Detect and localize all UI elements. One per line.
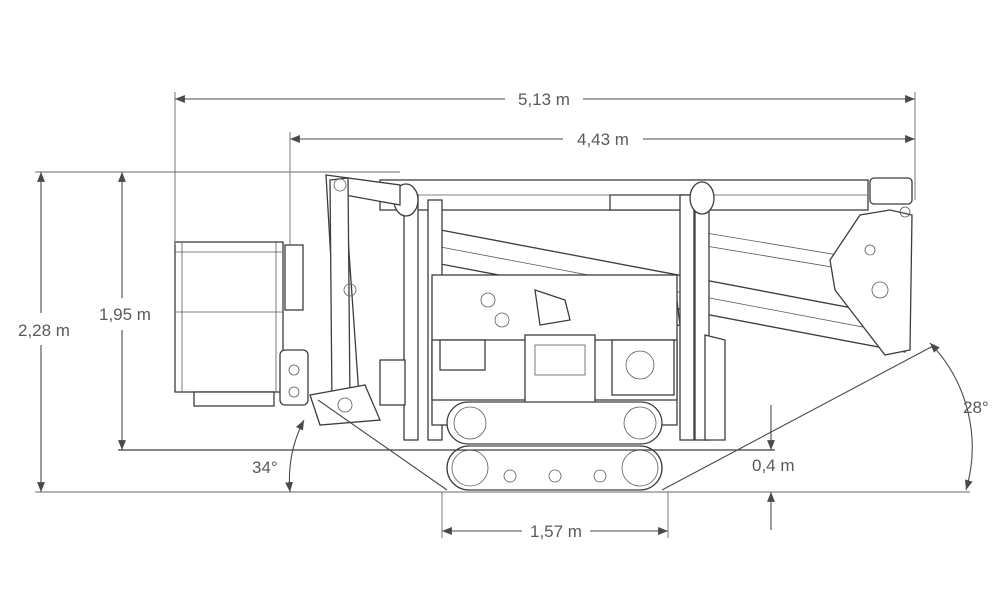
jib-head (829, 209, 913, 356)
stowed-length-label: 4,43 m (577, 130, 629, 149)
body-height-label: 1,95 m (99, 305, 151, 324)
machine-outline (118, 174, 913, 491)
rear-angle-label: 34° (252, 458, 278, 477)
rear-mast (403, 194, 419, 441)
total-height-label: 2,28 m (18, 321, 70, 340)
total-length-label: 5,13 m (518, 90, 570, 109)
ground-clearance-label: 0,4 m (752, 456, 795, 475)
track-width-label: 1,57 m (530, 522, 582, 541)
upper-track (446, 401, 663, 445)
basket (174, 241, 284, 393)
hydraulic-unit (611, 339, 675, 396)
front-mast (679, 194, 695, 441)
front-angle-label: 28° (963, 398, 989, 417)
